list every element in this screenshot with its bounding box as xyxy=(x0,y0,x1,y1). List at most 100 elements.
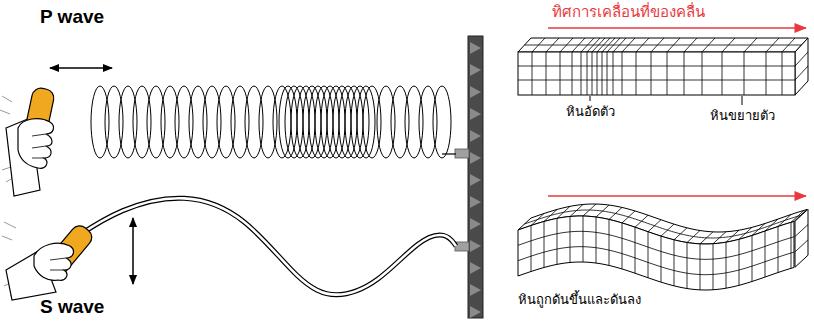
spring-coil xyxy=(91,86,109,158)
grid-line xyxy=(531,226,532,272)
label-holder: ทิศการเคลื่อนที่ของคลื่น xyxy=(552,3,705,21)
grid-line xyxy=(674,228,687,240)
spring-coil xyxy=(377,86,395,158)
fingers xyxy=(50,258,66,270)
label-holder: หินอัดตัว xyxy=(566,104,615,120)
spring-coil xyxy=(147,86,165,158)
rock-block-shear xyxy=(518,204,808,290)
spring-coil xyxy=(119,86,137,158)
grid-line xyxy=(700,244,701,290)
grid-line xyxy=(752,235,753,281)
spring-coil xyxy=(419,86,437,158)
grid-line xyxy=(782,52,783,95)
grid-line xyxy=(795,66,808,80)
block-side xyxy=(795,209,808,267)
grid-line xyxy=(739,239,740,285)
grid-line xyxy=(622,211,635,223)
wave-name: S wave xyxy=(40,296,104,319)
grid-line xyxy=(546,52,547,95)
grid-line xyxy=(602,52,603,95)
spring-coil xyxy=(217,86,235,158)
motion-arrow xyxy=(132,218,134,284)
spring-coil xyxy=(433,86,451,158)
grid-line xyxy=(518,247,794,275)
wall-tooth xyxy=(470,42,481,54)
grid-line xyxy=(525,210,801,238)
grid-line xyxy=(560,52,561,95)
grid-line xyxy=(791,222,792,268)
grid-line xyxy=(752,223,765,235)
spring-coil xyxy=(363,86,381,158)
grid-line xyxy=(544,221,545,267)
grid-line xyxy=(795,240,808,252)
grid-line xyxy=(661,236,662,282)
block-front xyxy=(518,216,794,290)
block-front xyxy=(518,52,795,95)
grid-line xyxy=(609,207,622,219)
spring-coil xyxy=(133,86,151,158)
wall-tooth xyxy=(470,86,481,98)
grid-line xyxy=(667,52,668,95)
grid-line xyxy=(661,224,674,236)
leader-line xyxy=(590,96,591,101)
grid-line xyxy=(766,52,767,95)
leader-lines xyxy=(590,96,742,105)
part-label: หินถูกดันขึ้นและดันลง xyxy=(518,292,641,308)
wall-pattern xyxy=(470,42,481,318)
grid-line xyxy=(596,217,597,263)
grid-line xyxy=(726,230,739,242)
direction-arrow xyxy=(548,27,806,29)
grid-line xyxy=(531,214,544,226)
wall-tooth xyxy=(470,174,481,186)
grid-line xyxy=(765,219,778,231)
grid-line xyxy=(518,66,795,67)
grid-line xyxy=(597,52,598,95)
grid-line xyxy=(557,218,558,264)
grid-line xyxy=(739,227,752,239)
rock-block-compression xyxy=(518,38,808,95)
fist xyxy=(34,243,73,280)
grid-line xyxy=(700,232,713,244)
grid-line xyxy=(722,52,723,95)
spring-coil xyxy=(259,86,277,158)
grid-line xyxy=(518,80,795,81)
part-label: หินขยายตัว xyxy=(710,108,775,124)
grid-line xyxy=(570,204,583,216)
grid-line xyxy=(687,243,688,289)
grid-line xyxy=(572,52,573,95)
grid-line xyxy=(744,52,745,95)
wall-tooth xyxy=(470,152,481,164)
fist xyxy=(18,119,53,169)
grid-line xyxy=(791,210,804,222)
grid-line xyxy=(648,220,661,232)
grid-line xyxy=(648,232,649,278)
grid-line xyxy=(570,216,571,262)
grid-line xyxy=(587,52,588,95)
wall-tooth xyxy=(470,130,481,142)
wall xyxy=(468,36,483,318)
grid-line xyxy=(581,52,582,95)
grid-line xyxy=(795,225,808,237)
grid-line xyxy=(596,205,609,217)
part-label: หินอัดตัว xyxy=(566,104,615,120)
grid-line xyxy=(635,227,636,273)
rope-outline xyxy=(72,198,456,294)
spring-coil xyxy=(105,86,123,158)
grid-line xyxy=(544,209,557,221)
wall-tooth xyxy=(470,306,481,318)
direction-arrow xyxy=(548,195,806,197)
block-top xyxy=(518,38,808,52)
spring-coil xyxy=(405,86,423,158)
grid-line xyxy=(607,52,608,95)
grid-line xyxy=(613,52,614,95)
spring-coil xyxy=(161,86,179,158)
label-holder: S wave xyxy=(40,296,104,319)
block-side xyxy=(795,38,808,95)
grid-line xyxy=(622,223,623,269)
grid-line xyxy=(713,232,726,244)
spring-coil xyxy=(391,86,409,158)
wall-peg xyxy=(455,149,469,158)
rope xyxy=(72,198,456,294)
